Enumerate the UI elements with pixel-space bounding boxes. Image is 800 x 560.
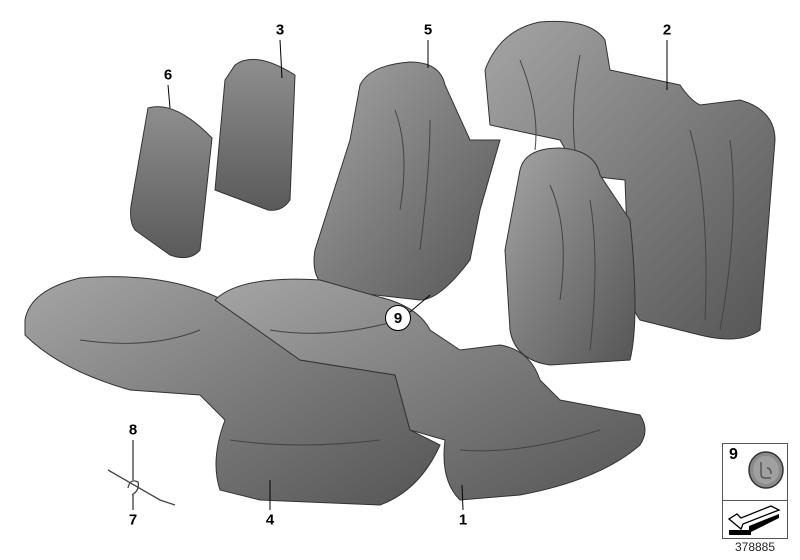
callout-3[interactable]: 3 [275, 21, 285, 39]
backrest-right [504, 147, 636, 366]
diagram-code: 378885 [734, 540, 776, 554]
part-5-backrest [313, 61, 501, 301]
part-7-clip [127, 480, 140, 496]
callout-2[interactable]: 2 [662, 21, 672, 39]
part-8-wire [107, 469, 176, 506]
legend-item-9[interactable]: 9 [723, 444, 787, 501]
callout-7[interactable]: 7 [128, 511, 138, 529]
legend-box: 9 [722, 443, 788, 539]
callout-4[interactable]: 4 [265, 511, 275, 529]
part-6-side-pad [130, 106, 213, 259]
direction-arrow-icon [727, 505, 781, 535]
part-3-side-pad [214, 58, 296, 211]
part-4-seat-cushion-left [24, 276, 441, 506]
seat-occupancy-badge-icon [748, 451, 784, 489]
callout-5[interactable]: 5 [423, 21, 433, 39]
callout-6[interactable]: 6 [163, 66, 173, 84]
callout-1[interactable]: 1 [458, 511, 468, 529]
legend-item-number: 9 [729, 446, 738, 463]
callout-8[interactable]: 8 [128, 421, 138, 439]
callout-9[interactable]: 9 [385, 305, 411, 331]
leader-lines [132, 39, 668, 511]
part-1-seat-cushion-right [214, 278, 646, 501]
